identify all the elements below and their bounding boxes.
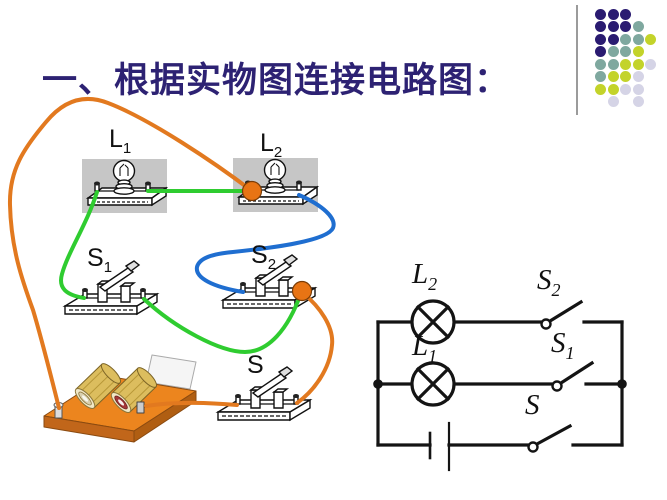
schematic-switch-s-lever — [534, 423, 573, 447]
wire-battery-to-switch-s — [144, 400, 239, 408]
wire-lamp1-to-switch1 — [59, 190, 99, 300]
decoration-dot — [620, 21, 631, 32]
schematic-switch-s2-lever — [547, 299, 584, 324]
label-switch1: S1 — [87, 244, 113, 276]
decoration-dot — [632, 21, 644, 32]
decoration-dot — [645, 33, 656, 45]
decoration-dot — [632, 96, 644, 107]
decoration-vertical-line — [576, 5, 578, 115]
wire-switch1-to-switch2 — [142, 291, 303, 355]
battery-terminal-right — [136, 401, 145, 414]
decoration-dot — [607, 21, 619, 32]
decoration-dot — [607, 83, 619, 95]
switch-s — [217, 366, 311, 421]
decoration-dot — [595, 71, 606, 82]
wire-battery-to-lamp2 — [7, 97, 254, 410]
decoration-dot — [595, 21, 606, 32]
label-main-switch: S — [247, 351, 264, 379]
decoration-dot — [595, 33, 606, 45]
connector-dot-switch2 — [291, 280, 313, 302]
battery-holder — [43, 354, 197, 443]
wires — [7, 97, 336, 410]
schematic-label-switch1: S1 — [551, 327, 575, 363]
decoration-dot — [620, 83, 631, 95]
decoration-dot — [645, 58, 656, 70]
schematic-label-lamp1: L1 — [412, 330, 438, 366]
schematic-label-switch2: S2 — [537, 264, 561, 300]
decoration-dot — [595, 8, 606, 20]
schematic-circuit — [373, 299, 627, 472]
decoration-dot — [607, 71, 619, 82]
decoration-dot — [620, 8, 631, 20]
dots-decoration — [0, 0, 667, 130]
junction-dot-right — [617, 379, 627, 389]
label-lamp1: L1 — [109, 125, 132, 157]
decoration-dot — [620, 46, 631, 57]
decoration-dot — [595, 83, 606, 95]
schematic-label-lamp2: L2 — [412, 258, 438, 294]
physical-circuit — [7, 97, 336, 443]
decoration-dot — [632, 46, 644, 57]
label-switch2: S2 — [251, 241, 277, 273]
schematic-switch-s2-contact — [540, 318, 552, 330]
schematic-switch-s1-contact — [551, 380, 563, 392]
decoration-dot — [595, 46, 606, 57]
decoration-dot — [607, 46, 619, 57]
decoration-dot — [632, 33, 644, 45]
decoration-dot — [620, 58, 631, 70]
decoration-dot — [607, 58, 619, 70]
decoration-dot — [595, 58, 606, 70]
label-lamp2: L2 — [260, 129, 283, 161]
lamp-holder-l1 — [81, 158, 168, 214]
decoration-dot — [620, 71, 631, 82]
decoration-dot — [632, 83, 644, 95]
decoration-dot — [607, 33, 619, 45]
schematic-label-main-switch: S — [525, 389, 540, 421]
decoration-dot — [620, 33, 631, 45]
decoration-dot — [607, 96, 619, 107]
connector-dot-lamp2 — [241, 180, 263, 202]
wire-lamp2-to-switch2 — [194, 193, 336, 294]
page-title: 一、根据实物图连接电路图： — [42, 61, 511, 100]
decoration-dot — [607, 8, 619, 20]
decoration-dot — [632, 71, 644, 82]
schematic-switch-s-contact — [527, 441, 539, 453]
junction-dot-left — [373, 379, 383, 389]
wire-switch2-to-switch-s — [295, 291, 335, 405]
battery-cell-2 — [110, 367, 158, 413]
battery-bracket — [145, 354, 197, 390]
decoration-dot — [632, 58, 644, 70]
schematic-switch-s1-lever — [558, 360, 595, 386]
battery-cell-1 — [74, 363, 122, 409]
